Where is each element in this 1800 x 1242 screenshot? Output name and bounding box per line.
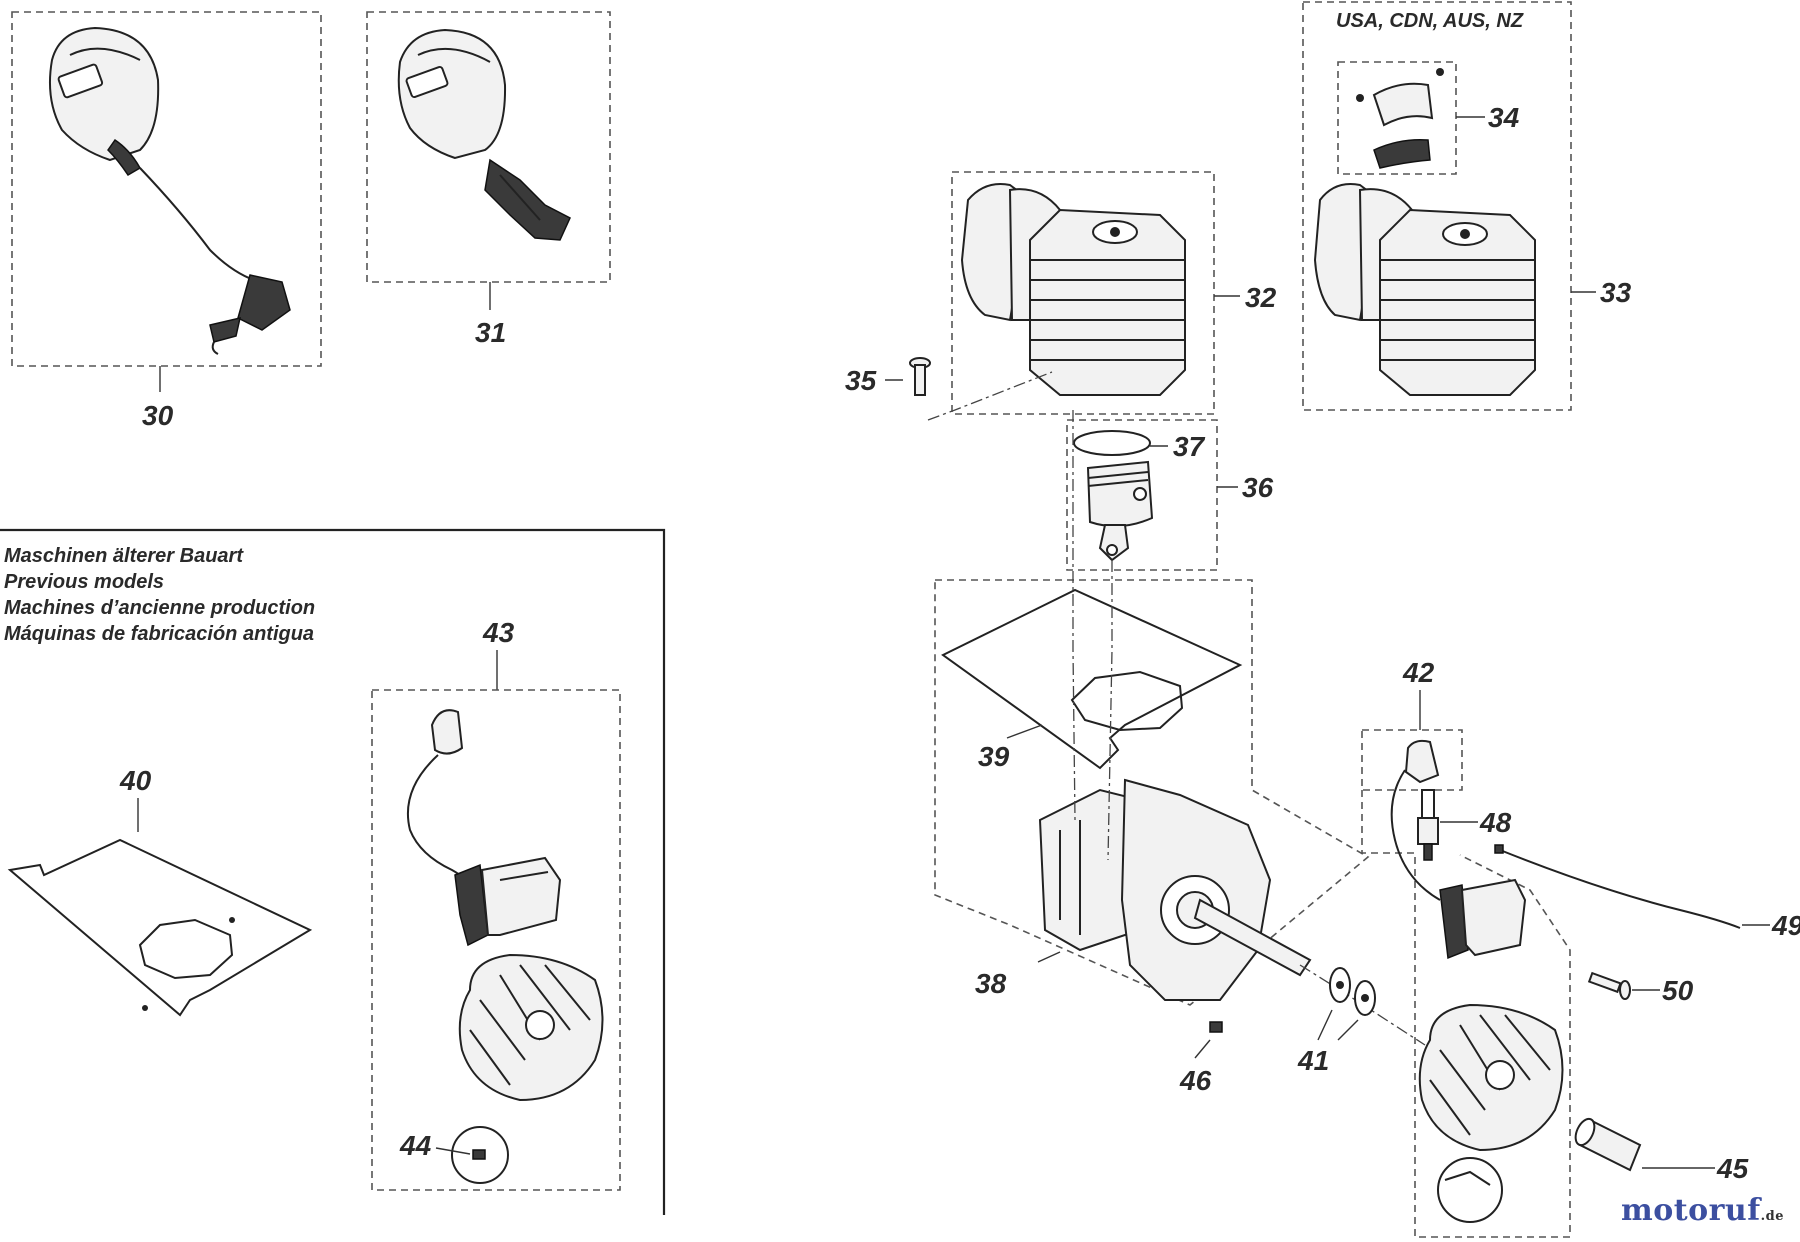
part-number-36: 36 bbox=[1242, 472, 1274, 503]
part-32-group: 32 bbox=[951, 171, 1277, 415]
part-50-group: 50 bbox=[1587, 971, 1694, 1006]
motoruf-logo: motoruf.de bbox=[1620, 1193, 1784, 1228]
part-36-box bbox=[1066, 419, 1218, 571]
part-number-37: 37 bbox=[1173, 431, 1206, 462]
part-number-42: 42 bbox=[1402, 657, 1435, 688]
part-43-box bbox=[371, 689, 621, 1191]
part-number-39: 39 bbox=[978, 741, 1010, 772]
previous-models-frame: Maschinen älterer Bauart Previous models… bbox=[0, 528, 666, 1215]
part-41-group: 41 bbox=[1297, 967, 1376, 1076]
part-40-group: 40 bbox=[7, 765, 313, 1017]
part-49-group: 49 bbox=[1494, 844, 1800, 941]
assembly-line-cylinder bbox=[1107, 560, 1113, 861]
previous-models-note-es: Máquinas de fabricación antigua bbox=[4, 623, 314, 645]
part-42-group: 42 bbox=[1361, 657, 1463, 791]
part-number-32: 32 bbox=[1245, 282, 1277, 313]
part-43-group: 43 44 bbox=[371, 617, 621, 1191]
part-39-group: 39 bbox=[941, 588, 1243, 772]
flywheel-illustration bbox=[1418, 1003, 1564, 1152]
part-48-plug-illustration bbox=[1417, 789, 1439, 861]
part-33-group: USA, CDN, AUS, NZ 33 bbox=[1302, 1, 1632, 411]
part-34-group: 34 bbox=[1337, 61, 1520, 175]
part-number-41: 41 bbox=[1297, 1045, 1329, 1076]
part-number-50: 50 bbox=[1662, 975, 1694, 1006]
previous-models-note-fr: Machines d’ancienne production bbox=[4, 597, 315, 619]
part-38-crankcase-illustration bbox=[1038, 778, 1312, 1001]
part-number-33: 33 bbox=[1600, 277, 1632, 308]
part-number-49: 49 bbox=[1771, 910, 1800, 941]
part-31-group: 31 bbox=[366, 11, 611, 348]
previous-models-note-de: Maschinen älterer Bauart bbox=[4, 545, 244, 567]
part-number-30: 30 bbox=[142, 400, 174, 431]
part-43-coil-illustration bbox=[406, 709, 562, 947]
part-49-wire-illustration bbox=[1499, 849, 1741, 929]
part-34-illustration bbox=[1356, 68, 1444, 169]
previous-models-note-en: Previous models bbox=[4, 571, 164, 593]
part-31-illustration bbox=[397, 28, 571, 241]
part-50-screw-illustration bbox=[1587, 971, 1631, 1000]
part-34-box bbox=[1337, 61, 1457, 175]
part-number-38: 38 bbox=[975, 968, 1007, 999]
part-35-group: 35 bbox=[845, 357, 1053, 421]
part-30-box bbox=[11, 11, 322, 367]
part-45-sleeve-illustration bbox=[1574, 1117, 1642, 1172]
part-30-illustration bbox=[49, 26, 291, 355]
part-30-group: 30 bbox=[11, 11, 322, 431]
part-number-34: 34 bbox=[1488, 102, 1520, 133]
ignition-coil-illustration bbox=[1390, 769, 1527, 960]
part-number-31: 31 bbox=[475, 317, 506, 348]
part-33-cylinder-illustration bbox=[1313, 183, 1536, 396]
part-32-cylinder-illustration bbox=[960, 183, 1186, 396]
part-39-gasket bbox=[941, 588, 1243, 770]
part-31-box bbox=[366, 11, 611, 283]
part-40-gasket bbox=[7, 838, 313, 1017]
part-46-key-illustration bbox=[1209, 1021, 1223, 1033]
region-label: USA, CDN, AUS, NZ bbox=[1336, 10, 1524, 32]
ignition-assembly-box bbox=[1361, 790, 1571, 1238]
part-35-screw-illustration bbox=[909, 357, 931, 396]
part-number-48: 48 bbox=[1479, 807, 1512, 838]
region-box bbox=[1302, 1, 1572, 411]
part-36-piston-illustration bbox=[1073, 430, 1154, 562]
part-45-group: 45 bbox=[1574, 1117, 1749, 1184]
part-number-43: 43 bbox=[482, 617, 515, 648]
part-number-46: 46 bbox=[1179, 1065, 1212, 1096]
part-number-35: 35 bbox=[845, 365, 877, 396]
part-38-group: 38 bbox=[934, 579, 1370, 1006]
part-46-group: 46 bbox=[1179, 1021, 1223, 1096]
part-38-box bbox=[934, 579, 1370, 1006]
part-42-cap-illustration bbox=[1404, 739, 1440, 784]
part-36-group: 37 36 bbox=[1066, 419, 1274, 571]
part-43-flywheel-illustration bbox=[458, 953, 604, 1102]
part-44-key-illustration bbox=[451, 1126, 509, 1184]
part-number-40: 40 bbox=[119, 765, 152, 796]
part-number-45: 45 bbox=[1716, 1153, 1749, 1184]
assembly-line-piston bbox=[1072, 410, 1076, 821]
part-41-washers-illustration bbox=[1329, 967, 1376, 1016]
part-48-group: 48 bbox=[1417, 789, 1512, 861]
part-42-box bbox=[1361, 729, 1463, 791]
key-detail-illustration bbox=[1437, 1157, 1503, 1223]
part-number-44: 44 bbox=[399, 1130, 432, 1161]
